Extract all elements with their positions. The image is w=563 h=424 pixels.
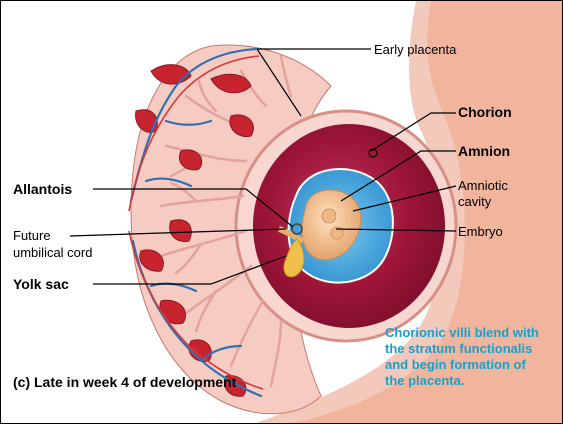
label-amniotic-cavity-line1: Amniotic (458, 178, 508, 193)
label-future-cord-line2: umbilical cord (13, 245, 92, 260)
label-allantois: Allantois (13, 181, 72, 197)
note-line-1: Chorionic villi blend with (385, 325, 539, 340)
label-chorion: Chorion (458, 104, 512, 120)
label-embryo: Embryo (458, 224, 503, 239)
label-amnion: Amnion (458, 143, 510, 159)
figure-caption: (c) Late in week 4 of development (13, 374, 237, 390)
label-amniotic-cavity-line2: cavity (458, 194, 492, 209)
note-line-3: and begin formation of (385, 357, 526, 372)
note-line-4: the placenta. (385, 373, 464, 388)
note-line-2: the stratum functionalis (385, 341, 532, 356)
label-yolk-sac: Yolk sac (13, 276, 69, 292)
embryo-somite (322, 209, 336, 223)
label-future-cord-line1: Future (13, 228, 51, 243)
label-early-placenta: Early placenta (374, 42, 457, 57)
